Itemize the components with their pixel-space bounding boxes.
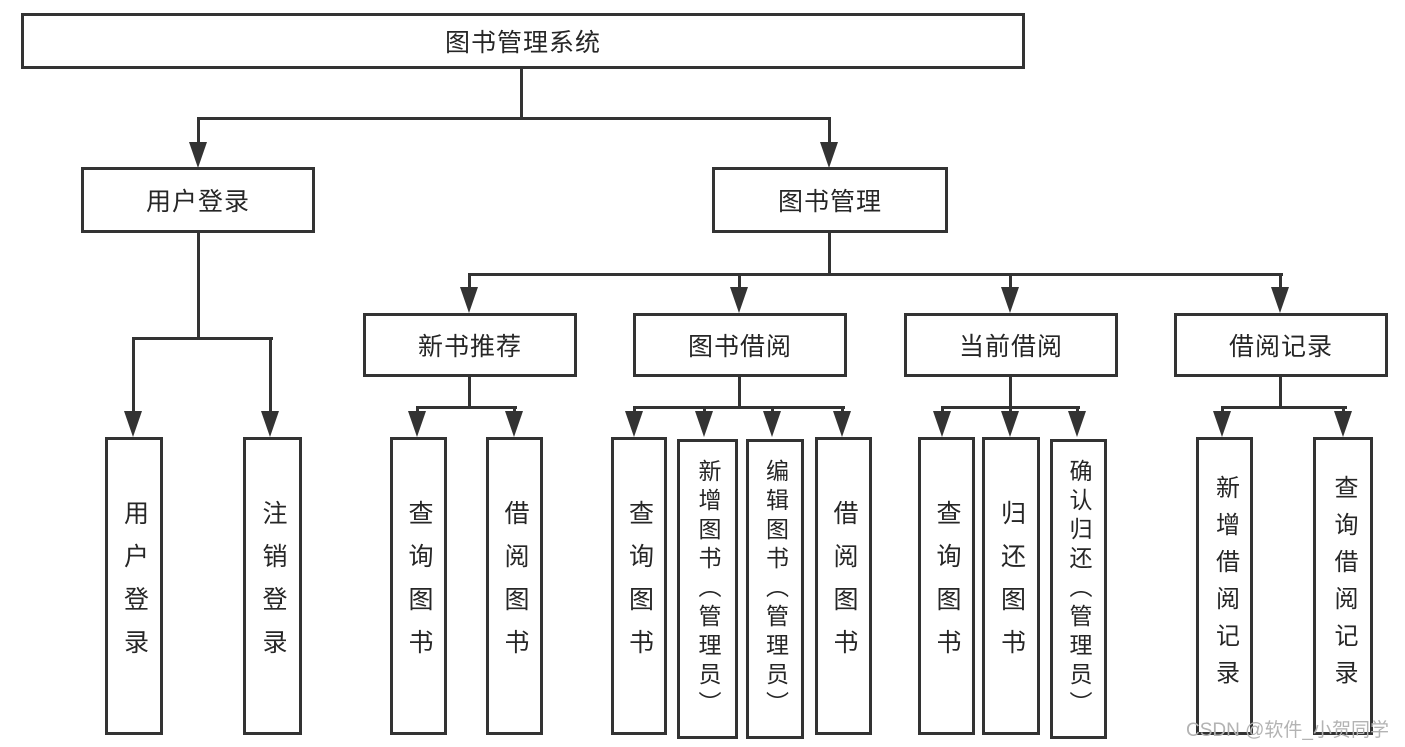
- node-borrowing-records: 借阅记录: [1174, 313, 1388, 377]
- leaf-label: 查询图书: [625, 500, 654, 672]
- leaf-label: 查询图书: [933, 500, 961, 672]
- connector-arrow-stem: [197, 117, 200, 145]
- arrow-down-icon: [763, 411, 781, 437]
- leaf-label: 查询图书: [405, 500, 433, 672]
- node-label: 图书借阅: [687, 333, 792, 361]
- node-book-management: 图书管理: [712, 167, 948, 233]
- arrow-down-icon: [1001, 411, 1019, 437]
- leaf-confirm-return-admin: 确认归还（管理员）: [1050, 439, 1107, 739]
- node-book-management-system: 图书管理系统: [21, 13, 1025, 69]
- leaf-label: 借阅图书: [501, 500, 529, 672]
- connector-book-stem: [828, 233, 831, 275]
- connector-arrow-stem: [1221, 406, 1224, 414]
- leaf-label: 新增借阅记录: [1211, 475, 1239, 697]
- node-label: 图书管理系统: [444, 29, 601, 57]
- arrow-down-icon: [833, 411, 851, 437]
- arrow-down-icon: [695, 411, 713, 437]
- arrow-down-icon: [1213, 411, 1231, 437]
- node-current-borrowing: 当前借阅: [904, 313, 1118, 377]
- node-label: 当前借阅: [958, 333, 1063, 361]
- connector-arrow-stem: [132, 337, 135, 414]
- connector-level1-crossbar: [197, 117, 831, 120]
- connector-arrow-stem: [941, 406, 944, 414]
- node-book-borrowing: 图书借阅: [633, 313, 847, 377]
- connector-arrow-stem: [269, 337, 272, 414]
- leaf-label: 确认归还（管理员）: [1066, 458, 1092, 720]
- arrow-down-icon: [1068, 411, 1086, 437]
- leaf-borrow-books: 借阅图书: [815, 437, 872, 735]
- arrow-down-icon: [625, 411, 643, 437]
- node-label: 用户登录: [145, 188, 250, 216]
- leaf-logout: 注销登录: [243, 437, 302, 735]
- arrow-down-icon: [261, 411, 279, 437]
- leaf-query-books: 查询图书: [390, 437, 447, 735]
- connector-arrow-stem: [633, 406, 636, 414]
- node-new-book-recommendation: 新书推荐: [363, 313, 577, 377]
- leaf-borrow-books: 借阅图书: [486, 437, 543, 735]
- connector-group-stem: [468, 377, 471, 408]
- connector-arrow-stem: [1076, 406, 1079, 414]
- connector-level2-crossbar: [468, 273, 1283, 276]
- leaf-label: 查询借阅记录: [1330, 475, 1357, 697]
- node-label: 新书推荐: [417, 333, 522, 361]
- connector-user-stem: [197, 233, 200, 339]
- connector-group-stem: [1279, 377, 1282, 408]
- leaf-query-books: 查询图书: [611, 437, 667, 735]
- arrow-down-icon: [505, 411, 523, 437]
- connector-arrow-stem: [1009, 273, 1012, 289]
- connector-arrow-stem: [416, 406, 419, 414]
- leaf-query-books: 查询图书: [918, 437, 975, 735]
- connector-arrow-stem: [1009, 406, 1012, 414]
- node-label: 图书管理: [777, 188, 882, 216]
- leaf-label: 新增图书（管理员）: [695, 458, 721, 720]
- leaf-label: 归还图书: [997, 500, 1026, 672]
- arrow-down-icon: [408, 411, 426, 437]
- connector-arrow-stem: [468, 273, 471, 289]
- leaf-edit-books-admin: 编辑图书（管理员）: [746, 439, 804, 739]
- arrow-down-icon: [189, 142, 207, 168]
- leaf-label: 借阅图书: [830, 500, 858, 672]
- connector-user-crossbar: [132, 337, 273, 340]
- connector-arrow-stem: [738, 273, 741, 289]
- leaf-add-books-admin: 新增图书（管理员）: [677, 439, 738, 739]
- connector-arrow-stem: [1279, 273, 1282, 289]
- leaf-add-borrow-record: 新增借阅记录: [1196, 437, 1253, 735]
- connector-group-crossbar: [633, 406, 845, 409]
- leaf-return-books: 归还图书: [982, 437, 1040, 735]
- arrow-down-icon: [730, 287, 748, 313]
- arrow-down-icon: [460, 287, 478, 313]
- connector-root-stem: [520, 68, 523, 120]
- arrow-down-icon: [933, 411, 951, 437]
- node-user-login: 用户登录: [81, 167, 315, 233]
- leaf-label: 用户登录: [120, 500, 149, 672]
- node-label: 借阅记录: [1228, 333, 1333, 361]
- arrow-down-icon: [1001, 287, 1019, 313]
- connector-group-stem: [1009, 377, 1012, 408]
- leaf-query-borrow-record: 查询借阅记录: [1313, 437, 1373, 735]
- connector-arrow-stem: [703, 406, 706, 414]
- leaf-user-login: 用户登录: [105, 437, 163, 735]
- connector-arrow-stem: [771, 406, 774, 414]
- connector-group-stem: [738, 377, 741, 408]
- leaf-label: 编辑图书（管理员）: [762, 458, 789, 720]
- arrow-down-icon: [124, 411, 142, 437]
- connector-arrow-stem: [513, 406, 516, 414]
- arrow-down-icon: [820, 142, 838, 168]
- connector-group-crossbar: [1221, 406, 1347, 409]
- connector-arrow-stem: [1342, 406, 1345, 414]
- arrow-down-icon: [1334, 411, 1352, 437]
- leaf-label: 注销登录: [259, 500, 287, 672]
- connector-group-crossbar: [416, 406, 517, 409]
- arrow-down-icon: [1271, 287, 1289, 313]
- connector-arrow-stem: [841, 406, 844, 414]
- csdn-watermark: CSDN @软件_小贺同学: [1186, 720, 1389, 741]
- connector-arrow-stem: [828, 117, 831, 145]
